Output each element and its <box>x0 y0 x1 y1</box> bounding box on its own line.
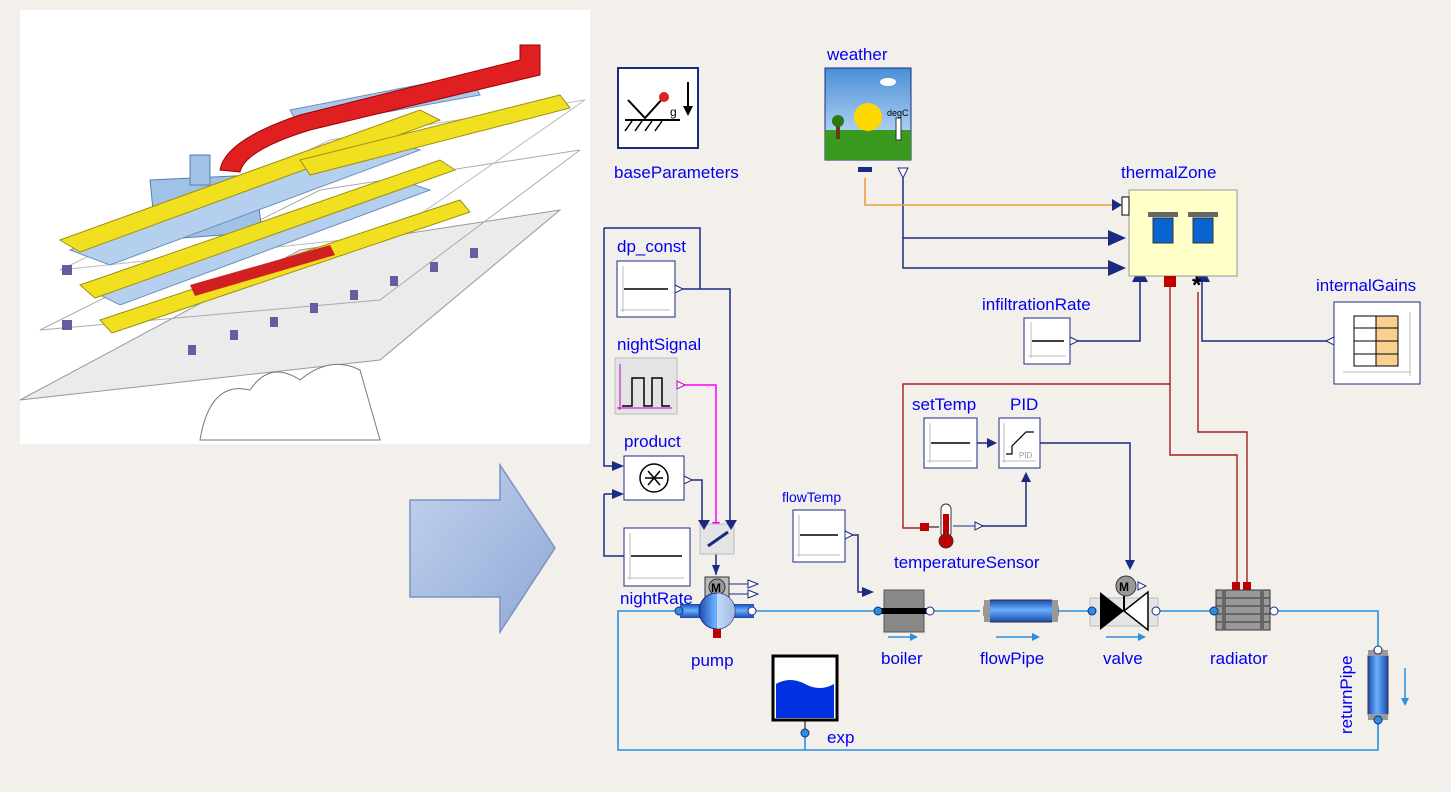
nightRate-block[interactable] <box>623 527 691 587</box>
internalGains-label: internalGains <box>1316 276 1416 295</box>
weather-bus-connector[interactable] <box>858 167 872 172</box>
weather-unit: degC <box>887 108 909 118</box>
switch-block[interactable] <box>698 520 737 555</box>
boiler-block[interactable] <box>873 589 935 641</box>
nightSignal-block[interactable] <box>614 357 687 415</box>
boiler-label: boiler <box>881 649 923 668</box>
fluid-loop <box>617 610 1379 751</box>
internalGains-block[interactable] <box>1324 301 1421 385</box>
weather-heat-line <box>864 178 1112 206</box>
night-signal-line <box>680 384 717 532</box>
PID-inner-text: PID <box>1019 451 1033 460</box>
thermalZone-conv-port[interactable] <box>1164 276 1176 287</box>
valve-label: valve <box>1103 649 1143 668</box>
weather-label: weather <box>826 45 888 64</box>
temperatureSensor-block[interactable] <box>920 503 985 549</box>
flowPipe-block[interactable] <box>983 599 1059 641</box>
nightRate-label: nightRate <box>620 589 693 608</box>
weather-block[interactable]: degC <box>824 67 912 180</box>
signal-arrowheads <box>612 230 1210 597</box>
setTemp-label: setTemp <box>912 395 976 414</box>
returnPipe-block[interactable] <box>1367 645 1409 725</box>
radiator-label: radiator <box>1210 649 1268 668</box>
infiltrationRate-label: infiltrationRate <box>982 295 1091 314</box>
exp-label: exp <box>827 728 854 747</box>
flowPipe-label: flowPipe <box>980 649 1044 668</box>
pump-motor-symbol: M <box>711 581 721 595</box>
product-label: product <box>624 432 681 451</box>
weather-output-connector[interactable] <box>897 167 909 180</box>
nightSignal-label: nightSignal <box>617 335 701 354</box>
baseParameters-block[interactable]: g <box>617 67 699 149</box>
pump-label: pump <box>691 651 734 670</box>
valve-motor-symbol: M <box>1119 580 1129 594</box>
temperatureSensor-label: temperatureSensor <box>894 553 1040 572</box>
right-arrow-icon <box>409 462 556 635</box>
product-block[interactable] <box>623 455 694 501</box>
flowTemp-label: flowTemp <box>782 489 841 505</box>
building-3d-model <box>19 10 590 444</box>
valve-block[interactable]: M <box>1087 575 1161 641</box>
PID-block[interactable]: PID <box>998 417 1041 469</box>
exp-block[interactable] <box>771 654 839 738</box>
PID-label: PID <box>1010 395 1038 414</box>
gravity-symbol: g <box>670 105 677 119</box>
radiator-block[interactable] <box>1209 582 1279 631</box>
pump-block[interactable]: M <box>674 576 760 638</box>
thermalZone-block[interactable]: * <box>1121 189 1238 299</box>
flowTemp-block[interactable] <box>792 509 855 563</box>
thermalZone-rad-port[interactable]: * <box>1192 272 1202 299</box>
dp_const-block[interactable] <box>616 260 685 318</box>
thermalZone-label: thermalZone <box>1121 163 1216 182</box>
baseParameters-label: baseParameters <box>614 163 739 182</box>
heat-lines <box>902 287 1248 584</box>
infiltrationRate-block[interactable] <box>1023 317 1080 365</box>
setTemp-block[interactable] <box>923 417 978 469</box>
returnPipe-label: returnPipe <box>1337 656 1356 734</box>
thermalZone-weather-port[interactable] <box>1121 196 1130 216</box>
dp_const-label: dp_const <box>617 237 686 256</box>
